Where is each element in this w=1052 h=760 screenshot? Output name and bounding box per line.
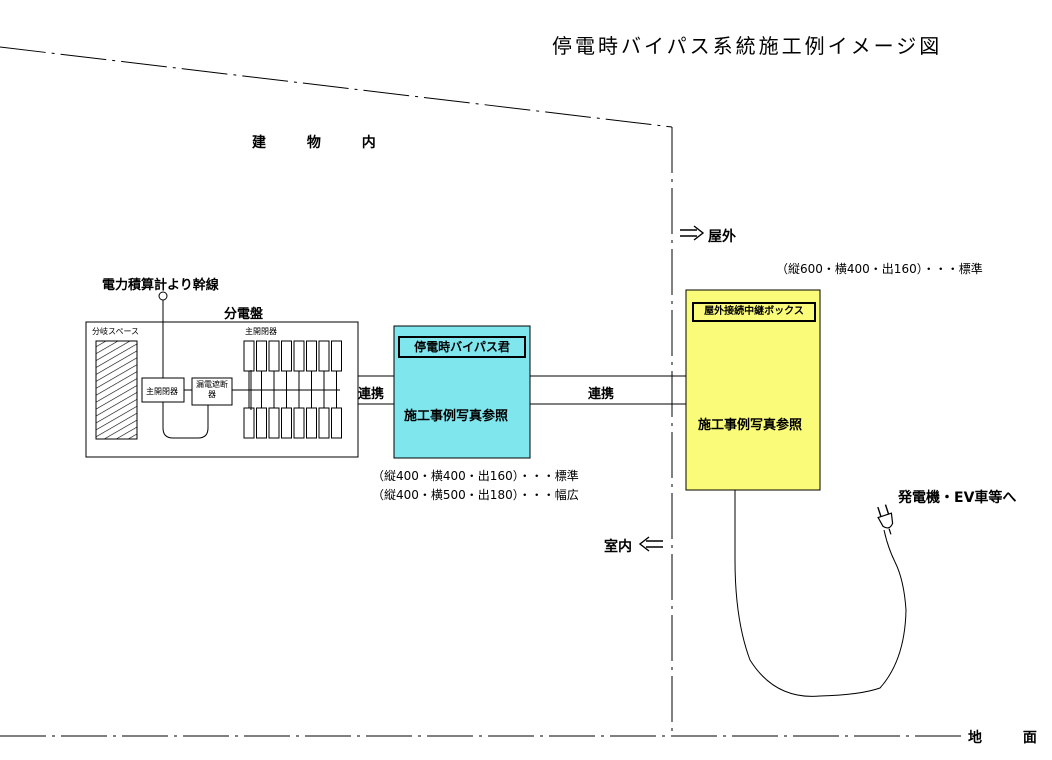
plug-icon <box>877 504 894 535</box>
link-right-label: 連携 <box>588 387 615 402</box>
bypass-spec-standard: （縦400・横400・出160）・・・標準 <box>372 469 579 483</box>
branch-breaker <box>306 407 317 439</box>
earth-leakage-text: 漏電遮断器 <box>196 380 228 399</box>
main-breaker-text: 主開閉器 <box>146 387 178 396</box>
distribution-panel-label: 分電盤 <box>224 307 264 322</box>
branch-breaker <box>243 340 255 372</box>
ground-label: 地 面 <box>968 730 1052 746</box>
outside-arrow-icon <box>680 225 705 241</box>
branch-breaker <box>293 407 305 439</box>
outdoor-box-ref: 施工事例写真参照 <box>698 418 803 433</box>
building-interior-label: 建 物 内 <box>252 135 394 151</box>
generator-label: 発電機・EV車等へ <box>898 490 1017 506</box>
main-line-label: 電力積算計より幹線 <box>102 278 219 293</box>
bypass-box-ref: 施工事例写真参照 <box>404 409 509 424</box>
earth-leakage-box <box>191 377 233 406</box>
branch-breaker <box>268 340 280 372</box>
branch-breaker <box>243 407 255 439</box>
bypass-spec-wide: （縦400・横500・出180）・・・幅広 <box>372 488 579 502</box>
building-roof-line <box>0 46 673 128</box>
meter-terminal <box>158 291 168 301</box>
branch-breakers <box>243 340 342 439</box>
generator-cable <box>734 490 907 697</box>
main-breakers-label: 主開閉器 <box>245 327 277 336</box>
branch-space-hatch <box>95 340 138 440</box>
branch-breaker <box>268 407 280 439</box>
branch-breaker <box>281 340 292 372</box>
outside-label: 屋外 <box>708 229 736 245</box>
branch-breaker <box>318 407 330 439</box>
indoor-label: 室内 <box>604 539 632 555</box>
branch-breaker <box>256 340 267 372</box>
bypass-box-title: 停電時バイパス君 <box>398 336 526 358</box>
outdoor-spec: （縦600・横400・出160）・・・標準 <box>776 262 983 276</box>
link-left-label: 連携 <box>358 387 385 402</box>
bypass-box <box>393 325 531 459</box>
branch-space-label: 分岐スペース <box>92 327 140 336</box>
branch-breaker <box>293 340 305 372</box>
breaker-u-link <box>162 402 209 439</box>
branch-breaker <box>331 340 342 372</box>
branch-breaker <box>306 340 317 372</box>
outdoor-box <box>685 289 821 491</box>
indoor-arrow-icon <box>638 536 663 552</box>
branch-breaker <box>281 407 292 439</box>
outdoor-box-title: 屋外接続中継ボックス <box>692 302 816 322</box>
branch-breaker <box>256 407 267 439</box>
diagram-title: 停電時バイパス系統施工例イメージ図 <box>552 34 943 58</box>
branch-breaker <box>318 340 330 372</box>
branch-breaker <box>331 407 342 439</box>
